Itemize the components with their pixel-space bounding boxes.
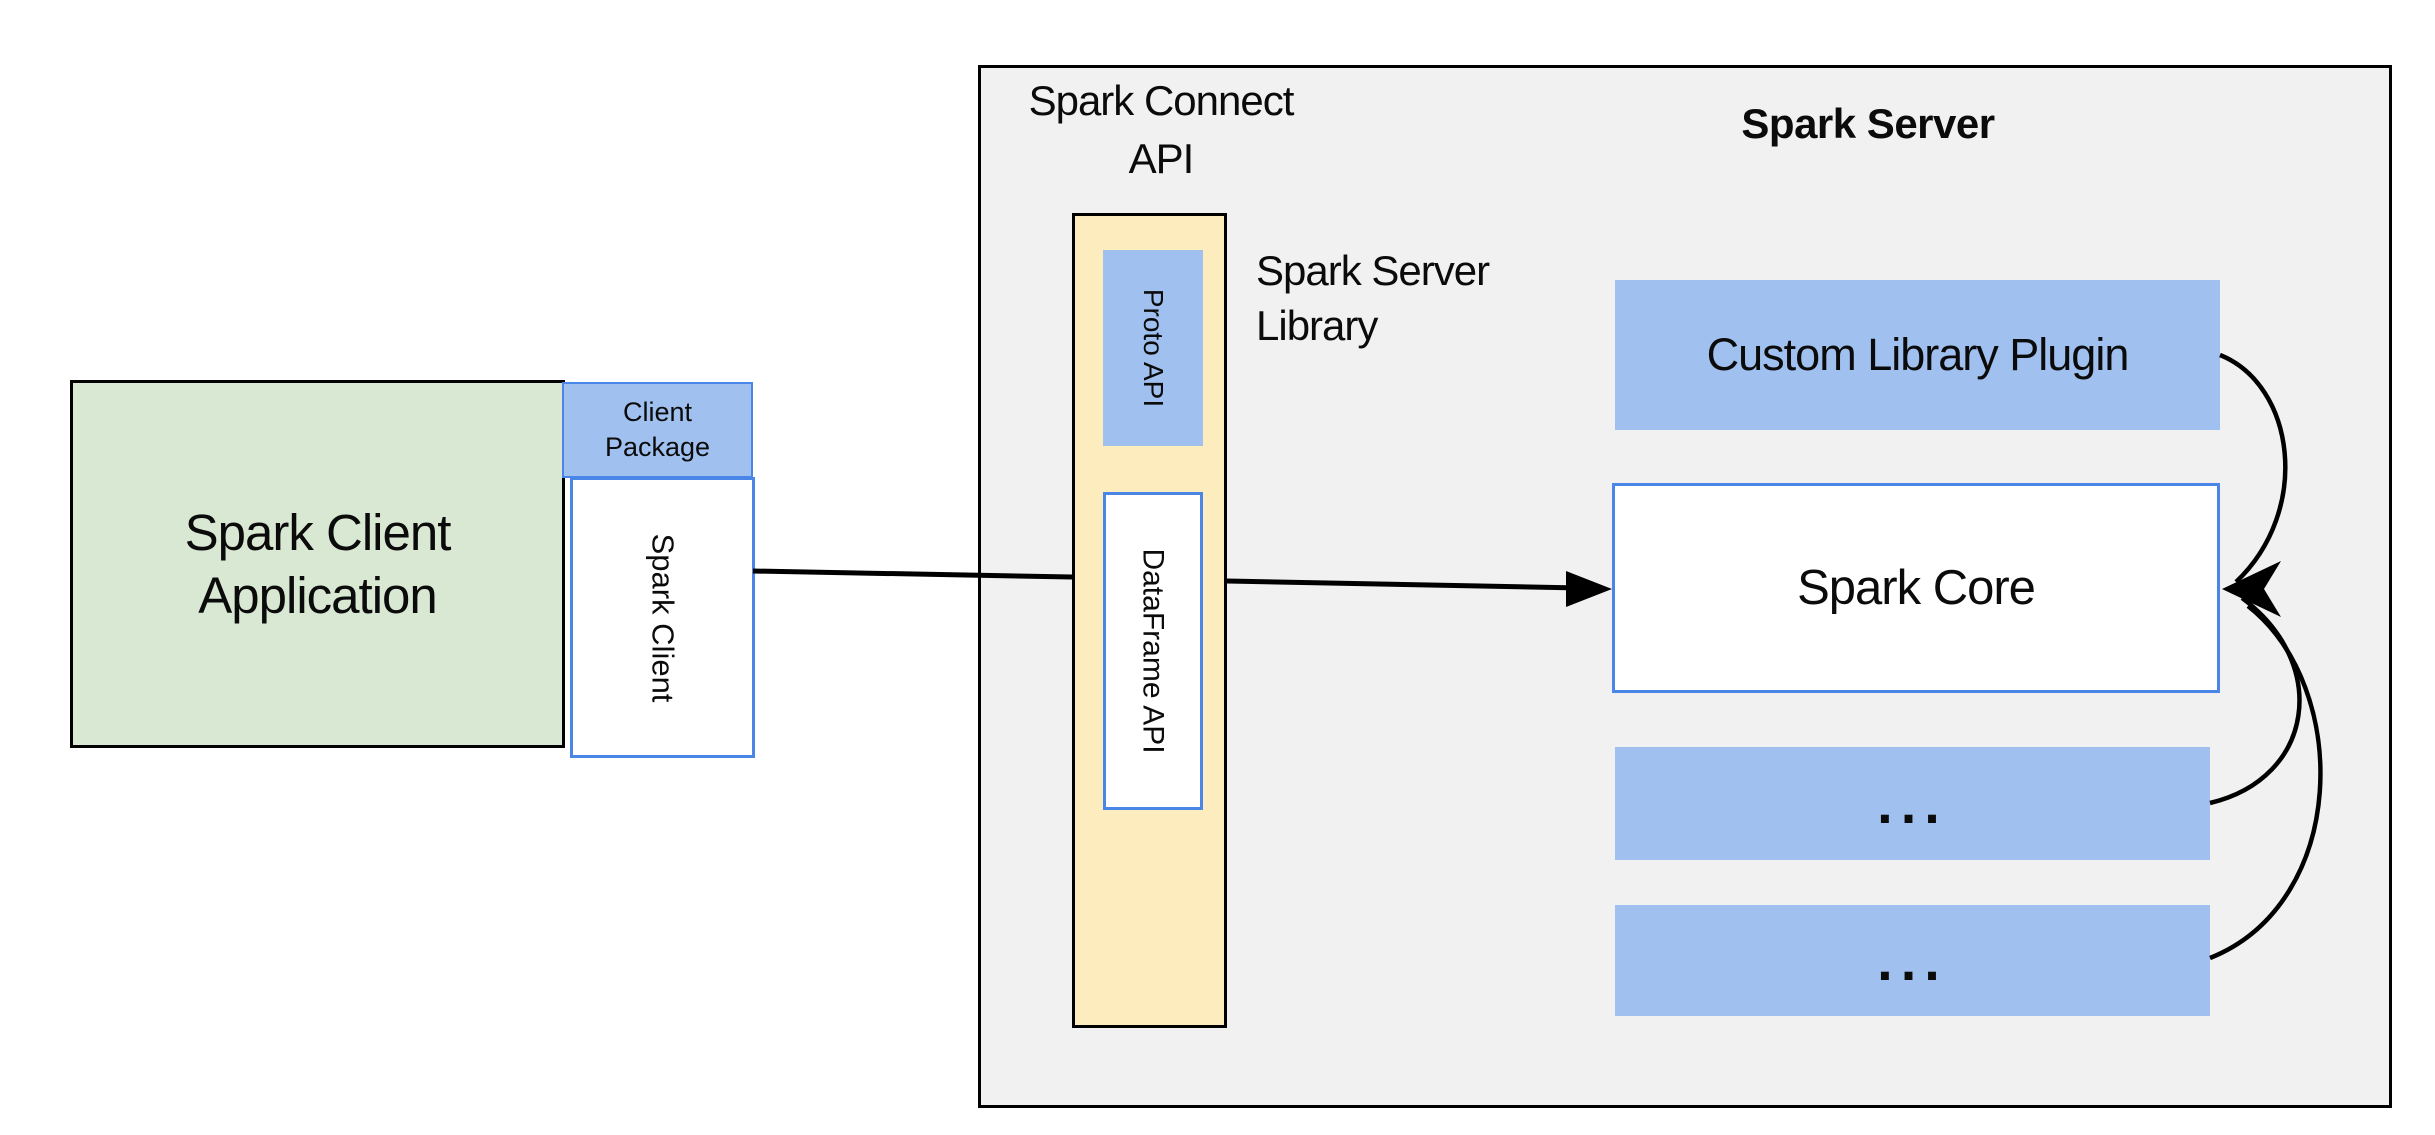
spark-connect-api-title-line2: API xyxy=(1128,135,1195,182)
more-plugins-box-2-label: ... xyxy=(1877,928,1948,992)
spark-connect-api-title-line1: Spark Connect xyxy=(1028,77,1295,124)
spark-server-library-line2: Library xyxy=(1256,302,1378,349)
spark-client-application-line1: Spark Client xyxy=(184,504,452,561)
client-package-box: Client Package xyxy=(562,382,753,478)
spark-core-box: Spark Core xyxy=(1612,483,2220,693)
dataframe-api-box: DataFrame API xyxy=(1103,492,1203,810)
spark-connect-api-title: Spark Connect API xyxy=(1000,72,1322,188)
more-plugins-box-2: ... xyxy=(1615,905,2210,1016)
dataframe-api-label: DataFrame API xyxy=(1137,548,1171,754)
spark-client-application-box: Spark Client Application xyxy=(70,380,565,748)
spark-server-library-label: Spark Server Library xyxy=(1256,243,1490,353)
client-package-line2: Package xyxy=(604,432,711,462)
spark-client-box-label: Spark Client xyxy=(645,533,681,702)
custom-library-plugin-box: Custom Library Plugin xyxy=(1615,280,2220,430)
spark-server-title: Spark Server xyxy=(1741,100,1995,147)
proto-api-label: Proto API xyxy=(1138,288,1170,408)
spark-client-application-line2: Application xyxy=(198,567,437,624)
proto-api-box: Proto API xyxy=(1103,250,1203,446)
more-plugins-box-1: ... xyxy=(1615,747,2210,860)
spark-server-library-line1: Spark Server xyxy=(1256,247,1490,294)
spark-client-box: Spark Client xyxy=(570,477,755,758)
more-plugins-box-1-label: ... xyxy=(1877,771,1948,835)
client-package-line1: Client xyxy=(622,397,693,427)
